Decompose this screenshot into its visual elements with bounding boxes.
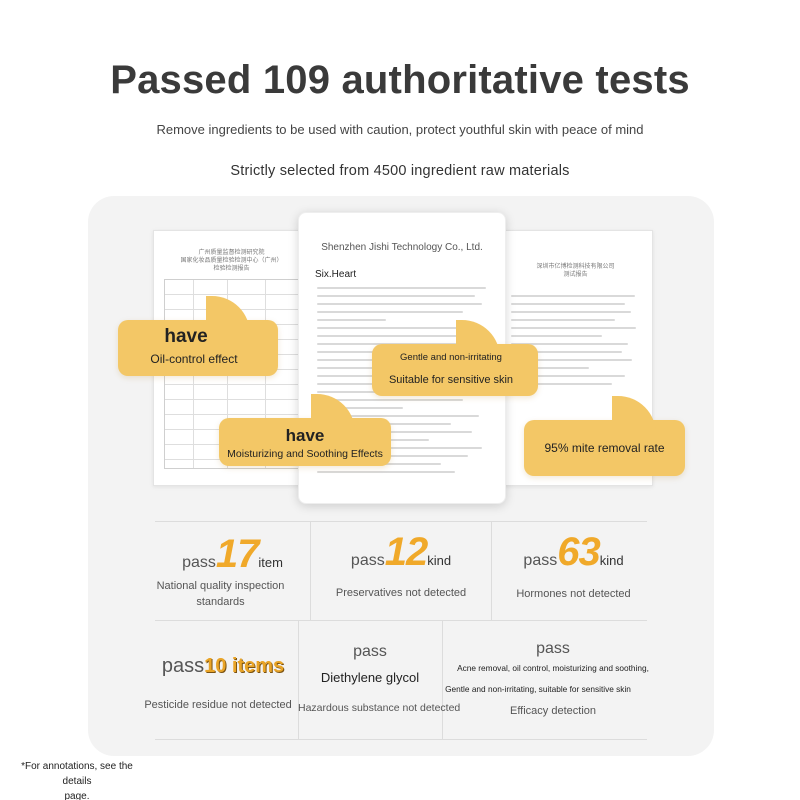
callout-oil-control-have: have [164, 326, 208, 347]
footnote-line-2: page. [64, 791, 90, 800]
stat-quality-desc-1: National quality inspection [156, 580, 285, 592]
left-report-heading-1: 广州质量监督检测研究院 [198, 250, 265, 256]
page-tagline: Strictly selected from 4500 ingredient r… [230, 163, 570, 179]
stat-efficacy-pass: pass [536, 640, 570, 657]
right-report-heading-1: 深圳市亿博检测科技有限公司 [536, 264, 615, 270]
stat-hazard-desc: Hazardous substance not detected [298, 702, 461, 714]
stat-hormones-unit: kind [599, 553, 624, 568]
callout-mite-removal: 95% mite removal rate [524, 396, 685, 476]
footnote-line-1: *For annotations, see the details [21, 761, 133, 787]
grid-divider [155, 521, 647, 522]
page-title: Passed 109 authoritative tests [110, 58, 690, 102]
stat-pesticide-desc: Pesticide residue not detected [144, 699, 292, 711]
grid-divider [310, 522, 311, 620]
stat-quality-number: 17 [215, 532, 259, 576]
stat-efficacy-line-2: Gentle and non-irritating, suitable for … [445, 684, 631, 694]
stat-pesticide-pass: pass [161, 655, 205, 677]
stat-quality-unit: item [258, 555, 283, 570]
grid-divider [155, 739, 647, 740]
stat-hazard-name: Diethylene glycol [320, 670, 420, 685]
callout-gentle-line1: Gentle and non-irritating [400, 352, 502, 363]
report-brand-name: Six.Heart [315, 269, 357, 280]
stat-quality-desc-2: standards [196, 596, 245, 608]
left-report-heading-2: 国家化妆品质量检验检测中心（广州） [180, 258, 283, 264]
stat-pesticide-number: 10 items [204, 655, 285, 677]
stat-hazard-pass: pass [353, 643, 387, 660]
footnote: *For annotations, see the details page. [10, 759, 144, 800]
callout-gentle-line2: Suitable for sensitive skin [388, 374, 514, 386]
stat-hormones-pass: pass [523, 552, 558, 569]
callout-oil-control: have Oil-control effect [118, 296, 278, 376]
right-report-heading-2: 测试报告 [563, 272, 588, 278]
callout-mite-removal-text: 95% mite removal rate [544, 441, 665, 455]
stat-hormones-number: 63 [557, 530, 600, 574]
callout-gentle: Gentle and non-irritating Suitable for s… [372, 320, 538, 396]
stat-hormones-desc: Hormones not detected [516, 588, 631, 600]
page-subtitle: Remove ingredients to be used with cauti… [156, 122, 644, 137]
callout-moisturizing-have: have [285, 426, 325, 445]
stat-preservatives-pass: pass [350, 552, 385, 569]
left-report-heading-3: 检验检测报告 [213, 266, 250, 272]
callout-moisturizing-text: Moisturizing and Soothing Effects [227, 448, 383, 460]
report-company-name: Shenzhen Jishi Technology Co., Ltd. [321, 242, 483, 253]
grid-divider [491, 522, 492, 620]
callout-moisturizing: have Moisturizing and Soothing Effects [219, 394, 391, 466]
stat-preservatives-number: 12 [384, 530, 428, 574]
stat-efficacy-desc: Efficacy detection [509, 705, 596, 717]
grid-divider [442, 621, 443, 739]
report-text-lines [511, 295, 641, 391]
stat-quality-pass: pass [182, 554, 216, 571]
grid-divider [155, 620, 647, 621]
stat-preservatives-desc: Preservatives not detected [335, 587, 467, 599]
stat-preservatives-unit: kind [427, 553, 452, 568]
callout-oil-control-text: Oil-control effect [150, 352, 238, 366]
stat-efficacy-line-1: Acne removal, oil control, moisturizing … [457, 663, 649, 673]
grid-divider [298, 621, 299, 739]
